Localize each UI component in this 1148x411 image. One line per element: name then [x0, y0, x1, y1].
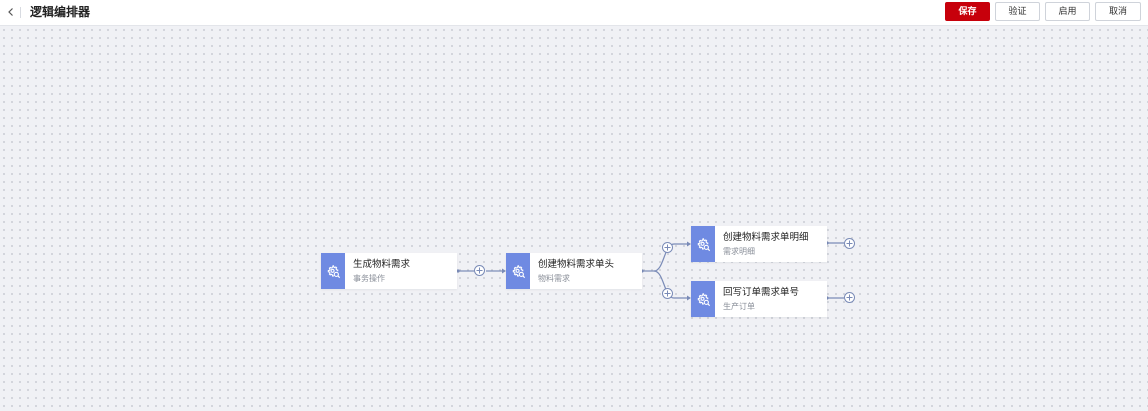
add-step-plus-icon[interactable] [844, 292, 855, 303]
node-subtitle: 生产订单 [723, 302, 755, 311]
node-name: 创建物料需求单头 [538, 259, 615, 270]
back-arrow-icon[interactable] [4, 5, 18, 19]
node-subtitle: 事务操作 [353, 274, 385, 283]
node-name: 生成物料需求 [353, 259, 411, 270]
flow-node-writeback-order-number[interactable]: 回写订单需求单号 生产订单 [691, 281, 827, 317]
gear-search-icon [506, 253, 530, 289]
flow-canvas[interactable] [0, 26, 1148, 411]
add-step-plus-icon[interactable] [474, 265, 485, 276]
gear-search-icon [321, 253, 345, 289]
node-subtitle: 物料需求 [538, 274, 570, 283]
flow-node-create-demand-detail[interactable]: 创建物料需求单明细 需求明细 [691, 226, 827, 262]
validate-button[interactable]: 验证 [995, 2, 1040, 21]
top-bar: 逻辑编排器 保存 验证 启用 取消 [0, 0, 1148, 26]
page-title: 逻辑编排器 [30, 5, 91, 19]
node-subtitle: 需求明细 [723, 247, 755, 256]
cancel-button[interactable]: 取消 [1095, 2, 1141, 21]
flow-node-generate-material-demand[interactable]: 生成物料需求 事务操作 [321, 253, 457, 289]
add-branch-plus-icon[interactable] [662, 288, 673, 299]
enable-button[interactable]: 启用 [1045, 2, 1090, 21]
header-divider [20, 7, 21, 18]
gear-search-icon [691, 226, 715, 262]
save-button[interactable]: 保存 [945, 2, 990, 21]
node-name: 回写订单需求单号 [723, 287, 800, 298]
gear-search-icon [691, 281, 715, 317]
add-step-plus-icon[interactable] [844, 238, 855, 249]
node-name: 创建物料需求单明细 [723, 232, 809, 243]
add-branch-plus-icon[interactable] [662, 242, 673, 253]
flow-node-create-demand-header[interactable]: 创建物料需求单头 物料需求 [506, 253, 642, 289]
